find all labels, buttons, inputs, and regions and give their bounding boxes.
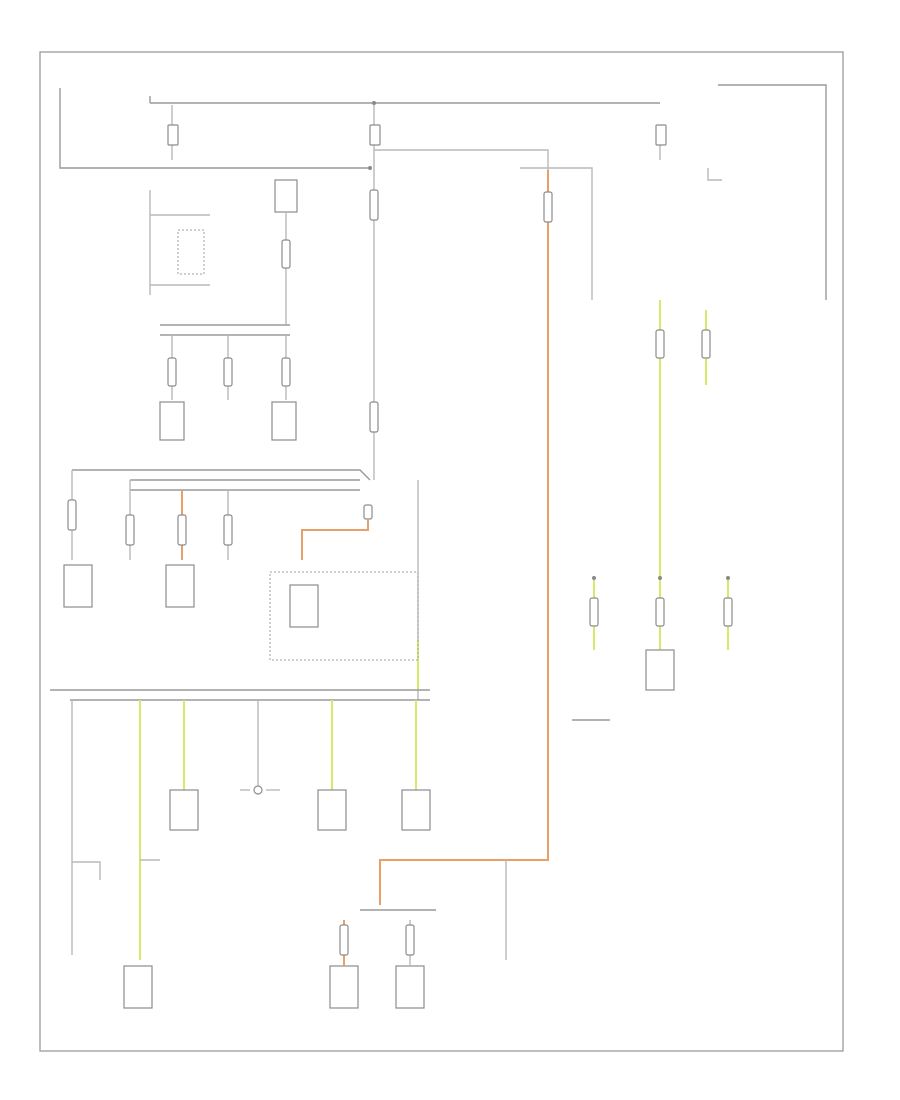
connector-b3 <box>281 357 291 387</box>
module-unit <box>289 584 319 628</box>
component-b1 <box>123 965 153 1009</box>
connector-b2 <box>223 357 233 387</box>
component-b2 <box>329 965 359 1009</box>
component-m2 <box>165 564 195 608</box>
upper-left-junction <box>149 179 298 441</box>
component-b3 <box>395 965 425 1009</box>
component-m1 <box>63 564 93 608</box>
module-box <box>269 571 419 661</box>
connector-main-lower <box>369 401 379 433</box>
middle-bus <box>67 469 419 700</box>
component-2 <box>271 401 297 441</box>
component-l3 <box>401 789 431 831</box>
right-components <box>572 300 733 721</box>
connector-orange <box>543 191 553 223</box>
middle-components <box>63 564 419 661</box>
relay-box <box>177 229 205 275</box>
top-power-bus <box>59 84 827 480</box>
connector-b1 <box>167 357 177 387</box>
fuse-1 <box>167 124 179 146</box>
component-l2 <box>317 789 347 831</box>
top-fuses <box>167 101 667 170</box>
component-r1 <box>645 649 675 691</box>
connector-main-upper <box>369 189 379 221</box>
switch-contact <box>253 785 263 795</box>
bottom-components <box>123 860 507 1009</box>
connector-a <box>281 239 291 269</box>
fuse-2 <box>369 124 381 146</box>
meter-unit <box>274 179 298 213</box>
component-l1 <box>169 789 199 831</box>
lower-bus <box>50 689 430 960</box>
orange-feed <box>379 170 553 905</box>
diagram-frame <box>39 51 844 1052</box>
component-1 <box>159 401 185 441</box>
fuse-3 <box>655 124 667 146</box>
lower-components <box>72 785 431 880</box>
